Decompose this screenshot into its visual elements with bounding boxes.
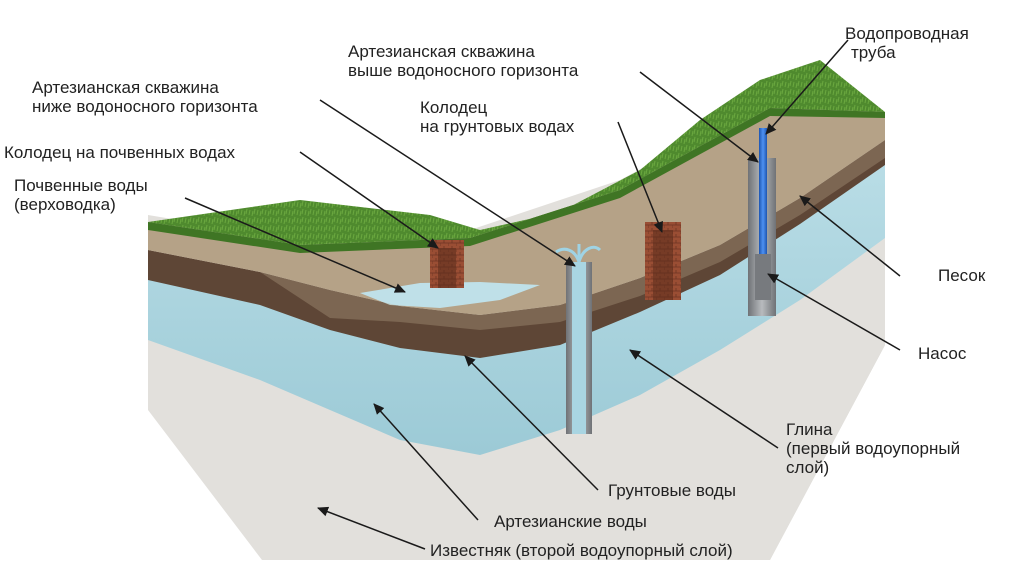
label-limestone-text: Известняк (второй водоупорный слой) bbox=[430, 541, 733, 560]
label-artesian-below-line2: ниже водоносного горизонта bbox=[32, 97, 258, 116]
label-clay-line2: (первый водоупорный bbox=[786, 439, 960, 458]
leader-water-pipe bbox=[766, 40, 848, 134]
label-artesian-water-text: Артезианские воды bbox=[494, 512, 647, 531]
leader-pump bbox=[768, 274, 900, 350]
leader-soil-water bbox=[185, 198, 405, 292]
label-limestone: Известняк (второй водоупорный слой) bbox=[430, 541, 733, 560]
label-artesian-below: Артезианская скважина ниже водоносного г… bbox=[32, 78, 258, 116]
leader-sand bbox=[800, 196, 900, 276]
label-ground-well-line1: Колодец bbox=[420, 98, 574, 117]
label-water-pipe-line1: Водопроводная bbox=[845, 24, 969, 43]
label-artesian-above: Артезианская скважина выше водоносного г… bbox=[348, 42, 578, 80]
leader-soil-well bbox=[300, 152, 438, 248]
label-pump: Насос bbox=[918, 344, 966, 363]
label-clay: Глина (первый водоупорный слой) bbox=[786, 420, 960, 477]
label-water-pipe: Водопроводная труба bbox=[845, 24, 969, 62]
label-artesian-below-line1: Артезианская скважина bbox=[32, 78, 258, 97]
label-groundwater: Грунтовые воды bbox=[608, 481, 736, 500]
label-soil-well: Колодец на почвенных водах bbox=[4, 143, 235, 162]
label-ground-well: Колодец на грунтовых водах bbox=[420, 98, 574, 136]
label-artesian-water: Артезианские воды bbox=[494, 512, 647, 531]
label-pump-text: Насос bbox=[918, 344, 966, 363]
label-sand: Песок bbox=[938, 266, 985, 285]
label-soil-well-text: Колодец на почвенных водах bbox=[4, 143, 235, 162]
label-groundwater-text: Грунтовые воды bbox=[608, 481, 736, 500]
leader-groundwater bbox=[465, 356, 598, 490]
leader-clay bbox=[630, 350, 778, 448]
label-artesian-above-line2: выше водоносного горизонта bbox=[348, 61, 578, 80]
label-soil-water: Почвенные воды (верховодка) bbox=[14, 176, 148, 214]
label-clay-line3: слой) bbox=[786, 458, 960, 477]
label-sand-text: Песок bbox=[938, 266, 985, 285]
leader-artesian-above bbox=[640, 72, 758, 162]
label-clay-line1: Глина bbox=[786, 420, 960, 439]
leader-ground-well bbox=[618, 122, 662, 232]
label-soil-water-line2: (верховодка) bbox=[14, 195, 148, 214]
label-ground-well-line2: на грунтовых водах bbox=[420, 117, 574, 136]
label-artesian-above-line1: Артезианская скважина bbox=[348, 42, 578, 61]
label-soil-water-line1: Почвенные воды bbox=[14, 176, 148, 195]
leader-artesian-water bbox=[374, 404, 478, 520]
leader-limestone bbox=[318, 508, 425, 549]
label-water-pipe-line2: труба bbox=[845, 43, 969, 62]
